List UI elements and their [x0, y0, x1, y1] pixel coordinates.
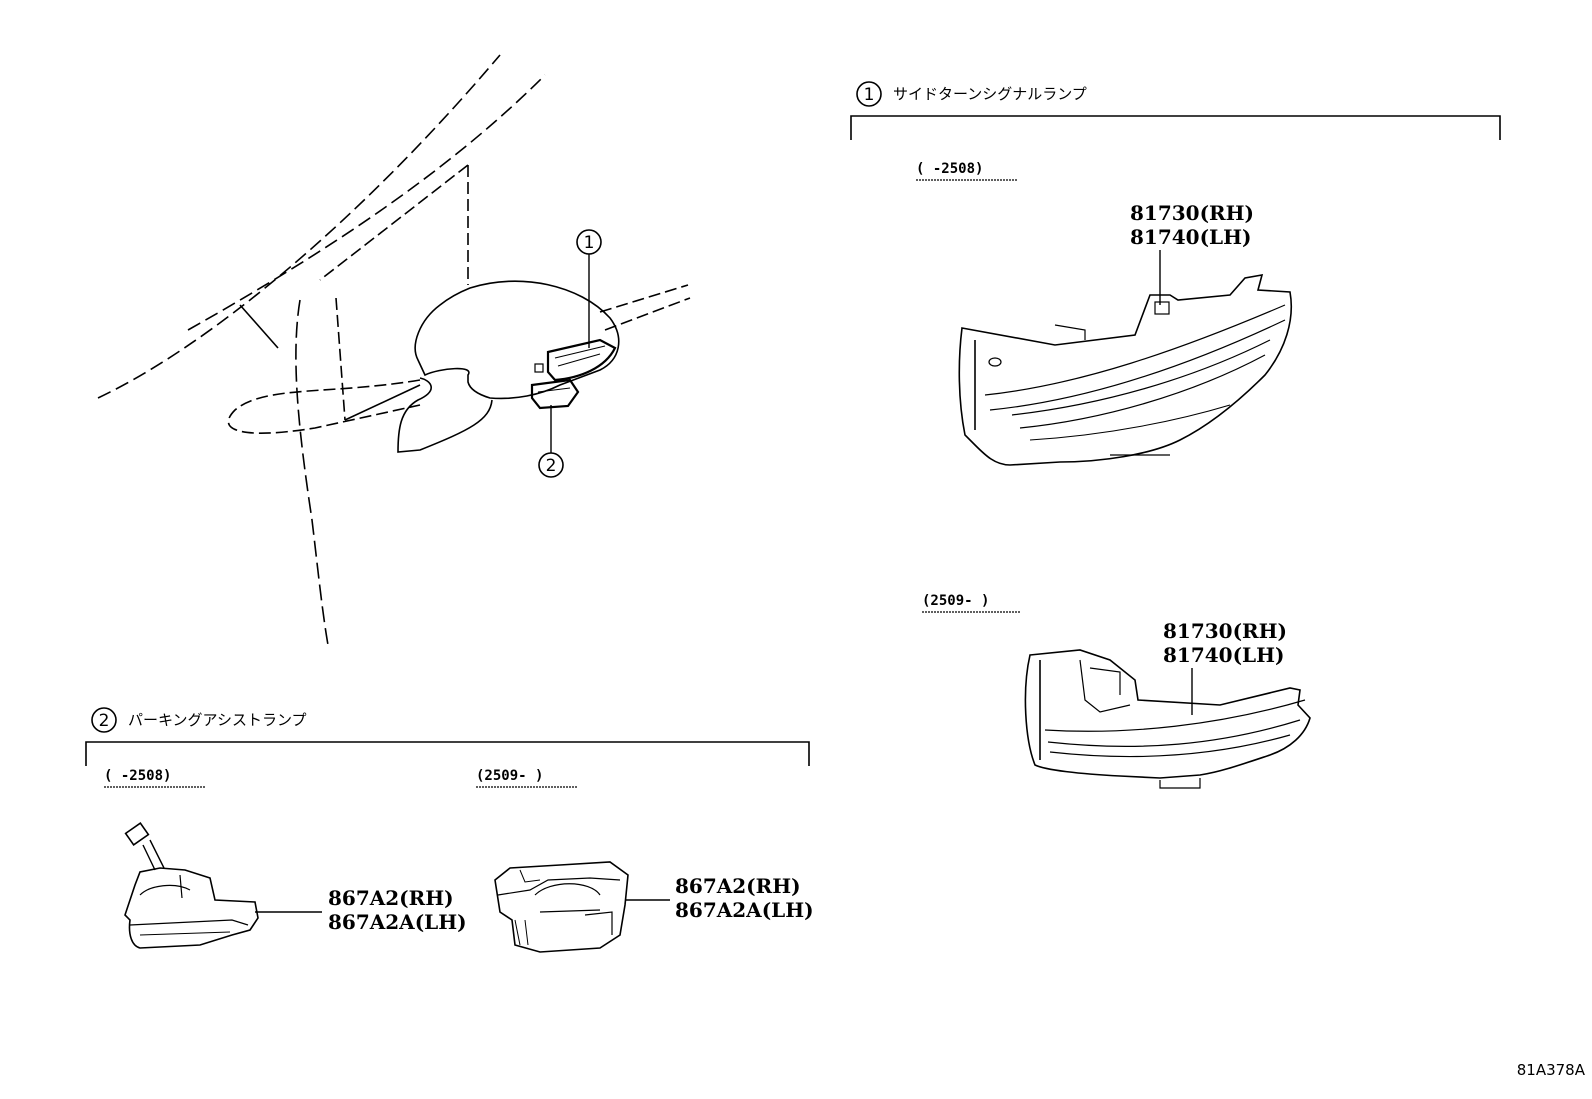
- callout-1: 1: [576, 229, 602, 348]
- section-turn-signal: 1 サイドターンシグナルランプ: [850, 81, 1501, 140]
- section-2-number: 2: [99, 711, 110, 731]
- section-2-title: パーキングアシストランプ: [128, 711, 307, 729]
- turn-signal-early-lamp-drawing: [958, 273, 1293, 466]
- section-parking-assist: 2 パーキングアシストランプ: [85, 707, 810, 766]
- section-1-title: サイドターンシグナルランプ: [893, 85, 1087, 103]
- turn-signal-late-date: (2509- ): [922, 593, 989, 609]
- turn-signal-early: ( -2508) 81730(RH) 81740(LH): [916, 161, 1293, 466]
- parking-early-part-rh: 867A2(RH): [328, 886, 454, 910]
- turn-signal-early-date: ( -2508): [916, 161, 983, 177]
- parking-late-part-lh: 867A2A(LH): [675, 898, 814, 922]
- callout-2-number: 2: [546, 456, 557, 476]
- parking-lamp-early-drawing: [124, 821, 259, 949]
- parking-early-part-lh: 867A2A(LH): [328, 910, 467, 934]
- turn-signal-late-part-lh: 81740(LH): [1163, 643, 1284, 667]
- turn-signal-early-part-lh: 81740(LH): [1130, 225, 1251, 249]
- parking-late-date: (2509- ): [476, 768, 543, 784]
- section-1-number: 1: [864, 85, 875, 105]
- parking-lamp-late-drawing: [494, 861, 629, 953]
- parking-lamp-early: ( -2508) 867A2(RH) 867A2A(LH): [104, 768, 467, 949]
- parking-lamp-late: (2509- ) 867A2(RH) 867A2A(LH): [476, 768, 814, 953]
- turn-signal-early-part-rh: 81730(RH): [1130, 201, 1254, 225]
- drawing-code: 81A378A: [1517, 1061, 1586, 1079]
- vehicle-overview: [97, 54, 691, 646]
- turn-signal-late-lamp-drawing: [1024, 649, 1311, 789]
- callout-1-number: 1: [584, 233, 595, 253]
- parking-early-date: ( -2508): [104, 768, 171, 784]
- turn-signal-late: (2509- ) 81730(RH) 81740(LH): [922, 593, 1311, 789]
- turn-signal-late-part-rh: 81730(RH): [1163, 619, 1287, 643]
- parking-late-part-rh: 867A2(RH): [675, 874, 801, 898]
- callout-2: 2: [538, 405, 564, 478]
